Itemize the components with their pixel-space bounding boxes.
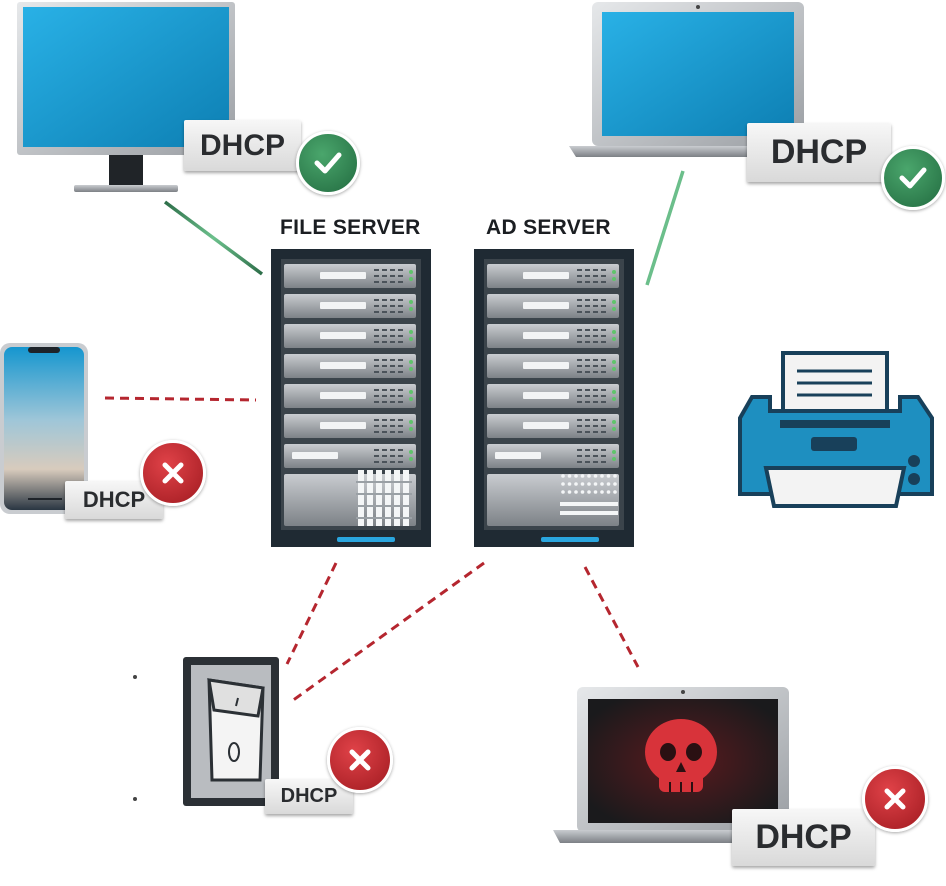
light-switch	[183, 657, 279, 806]
link-switch-adserver	[291, 561, 485, 703]
server-unit-large	[487, 474, 619, 526]
skull-icon	[645, 719, 717, 792]
ad-server-label: AD SERVER	[486, 216, 611, 239]
dhcp-tag-laptop-infected: DHCP	[732, 809, 875, 866]
file-server-rack	[271, 249, 431, 547]
decorative-dot	[133, 797, 137, 801]
cross-icon	[327, 727, 393, 793]
printer	[738, 351, 934, 508]
server-unit-large	[284, 474, 416, 526]
link-desktop-fileserver	[163, 200, 264, 276]
link-switch-fileserver	[285, 562, 338, 665]
check-icon	[881, 146, 945, 210]
link-laptop2-adserver	[583, 566, 640, 668]
connection-lines	[104, 170, 685, 703]
link-laptop-adserver	[645, 170, 685, 286]
ad-server-rack	[474, 249, 634, 547]
smartphone	[0, 343, 88, 514]
link-phone-fileserver	[104, 396, 257, 402]
file-server-label: FILE SERVER	[280, 216, 421, 239]
laptop-top	[569, 2, 827, 157]
cross-icon	[862, 766, 928, 832]
decorative-dot	[133, 675, 137, 679]
cross-icon	[140, 440, 206, 506]
dhcp-tag-desktop: DHCP	[184, 120, 301, 171]
check-icon	[296, 131, 360, 195]
dhcp-tag-laptop-top: DHCP	[747, 123, 891, 182]
